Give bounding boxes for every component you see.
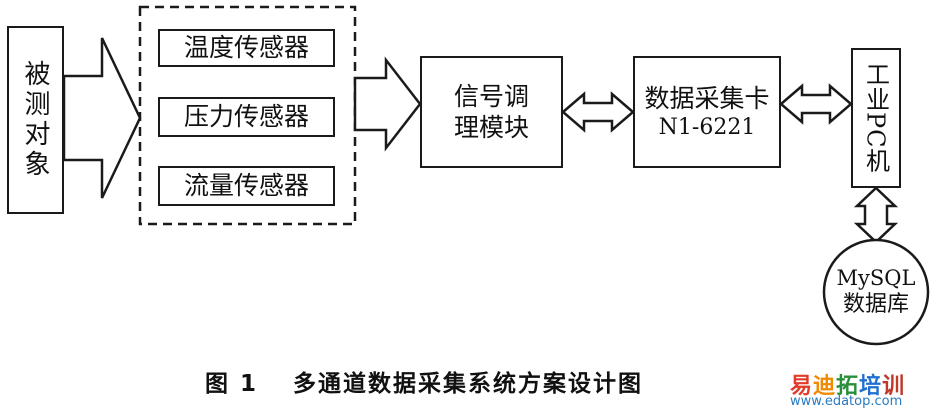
- industrial-pc-label: 工业PC机: [861, 62, 890, 174]
- watermark-url: www.edatop.com: [790, 394, 903, 409]
- database-label-line1: MySQL: [836, 265, 916, 290]
- daq-card-model: N1-6221: [658, 114, 756, 140]
- pressure-sensor-label: 压力传感器: [183, 102, 309, 132]
- database-circle: [822, 238, 930, 346]
- temperature-sensor-label: 温度传感器: [183, 33, 309, 63]
- figure-caption: 图 1 多通道数据采集系统方案设计图: [205, 371, 644, 397]
- watermark-char: 拓: [836, 374, 860, 399]
- signal-conditioning-label-line1: 信号调: [453, 81, 529, 111]
- signal-conditioning-box: 信号调 理模块: [420, 56, 563, 168]
- daq-card-label-line1: 数据采集卡: [644, 83, 770, 113]
- watermark-char: 易: [790, 374, 814, 399]
- database-label: MySQL 数据库: [824, 256, 928, 328]
- industrial-pc-box: 工业PC机: [851, 48, 901, 188]
- flow-sensor-box: 流量传感器: [158, 166, 335, 206]
- double-arrow-conditioning-daq: [561, 91, 635, 133]
- daq-card-box: 数据采集卡 N1-6221: [633, 56, 781, 168]
- watermark-name: 易迪拓培训: [790, 368, 905, 400]
- double-arrow-daq-pc: [779, 83, 853, 125]
- database-label-line2: 数据库: [842, 291, 909, 317]
- arrow-object-to-sensors: [62, 37, 142, 199]
- watermark-char: 培: [859, 374, 883, 399]
- tested-object-box: 被测对象: [7, 26, 64, 214]
- watermark-char: 迪: [813, 374, 837, 399]
- pressure-sensor-box: 压力传感器: [158, 97, 335, 137]
- tested-object-label: 被测对象: [20, 60, 50, 180]
- signal-conditioning-label-line2: 理模块: [453, 113, 529, 142]
- double-arrow-pc-db: [853, 186, 899, 244]
- watermark-char: 训: [882, 374, 906, 399]
- temperature-sensor-box: 温度传感器: [158, 29, 335, 67]
- flow-sensor-label: 流量传感器: [183, 171, 309, 201]
- arrow-sensors-to-conditioning: [353, 56, 422, 152]
